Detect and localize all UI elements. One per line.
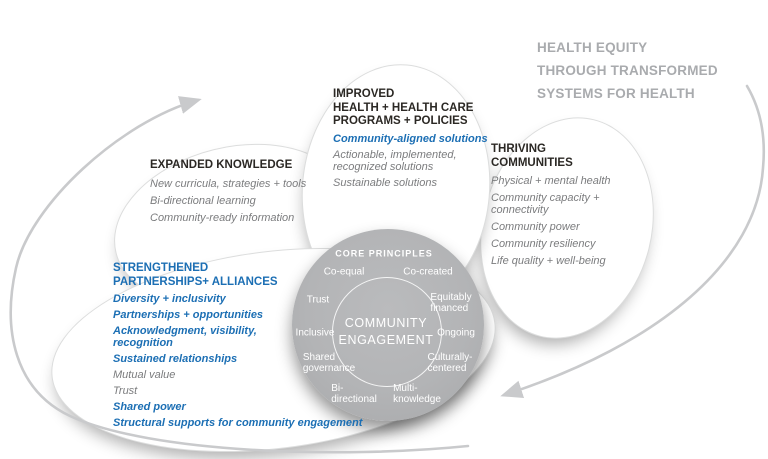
principle-inclusive: Inclusive [295,327,335,339]
caption-line: HEALTH EQUITY [537,40,648,55]
principle-co-equal: Co-equal [323,266,365,278]
list-item: Shared power [113,401,186,413]
list-item: Physical + mental health [491,175,611,187]
health-equity-caption: HEALTH EQUITY THROUGH TRANSFORMED SYSTEM… [537,36,747,105]
principle-culturally-centered: Culturally- centered [427,352,473,374]
caption-line: THROUGH TRANSFORMED [537,63,718,78]
list-item: Acknowledgment, visibility, recognition [113,325,257,349]
principle-multi-knowledge: Multi- knowledge [393,383,441,405]
list-item: Sustained relationships [113,353,238,365]
caption-line: SYSTEMS FOR HEALTH [537,86,695,101]
list-item: Diversity + inclusivity [113,293,226,305]
expanded-knowledge-block: EXPANDED KNOWLEDGE New curricula, strate… [150,159,355,224]
thriving-communities-block: THRIVING COMMUNITIES Physical + mental h… [491,143,636,267]
list-item: New curricula, strategies + tools [150,177,307,190]
list-item: Community resiliency [491,238,596,250]
list-item: Structural supports for community engage… [113,417,363,429]
list-item: Sustainable solutions [333,176,437,189]
strengthened-partnerships-block: STRENGTHENED PARTNERSHIPS+ ALLIANCES Div… [113,262,413,429]
list-item: Mutual value [113,369,176,381]
improved-health-title: IMPROVED HEALTH + HEALTH CARE PROGRAMS +… [333,88,474,127]
list-item: Bi-directional learning [150,194,256,207]
list-item: Community-ready information [150,211,295,224]
left-cycle-arrow [9,96,470,454]
list-item: Actionable, implemented, recognized solu… [333,148,457,173]
list-item: Community-aligned solutions [333,132,488,145]
list-item: Trust [113,385,138,397]
principle-trust: Trust [306,294,330,306]
principle-shared-governance: Shared governance [302,352,356,374]
list-item: Life quality + well-being [491,255,606,267]
list-item: Partnerships + opportunities [113,309,264,321]
list-item: Community power [491,221,580,233]
principle-bi-directional: Bi- directional [331,383,377,405]
community-engagement-title: COMMUNITY ENGAGEMENT [338,316,434,347]
strengthened-partnerships-title: STRENGTHENED PARTNERSHIPS+ ALLIANCES [113,262,278,288]
expanded-knowledge-title: EXPANDED KNOWLEDGE [150,159,293,171]
core-principles-heading: CORE PRINCIPLES [335,248,433,259]
thriving-communities-title: THRIVING COMMUNITIES [491,143,573,169]
principle-ongoing: Ongoing [437,327,475,339]
principle-co-created: Co-created [403,266,453,278]
right-cycle-arrow [500,84,766,399]
community-engagement-ring [332,277,442,387]
improved-health-block: IMPROVED HEALTH + HEALTH CARE PROGRAMS +… [333,88,513,189]
principle-equitably-financed: Equitably financed [430,292,472,314]
list-item: Community capacity + connectivity [491,192,600,216]
